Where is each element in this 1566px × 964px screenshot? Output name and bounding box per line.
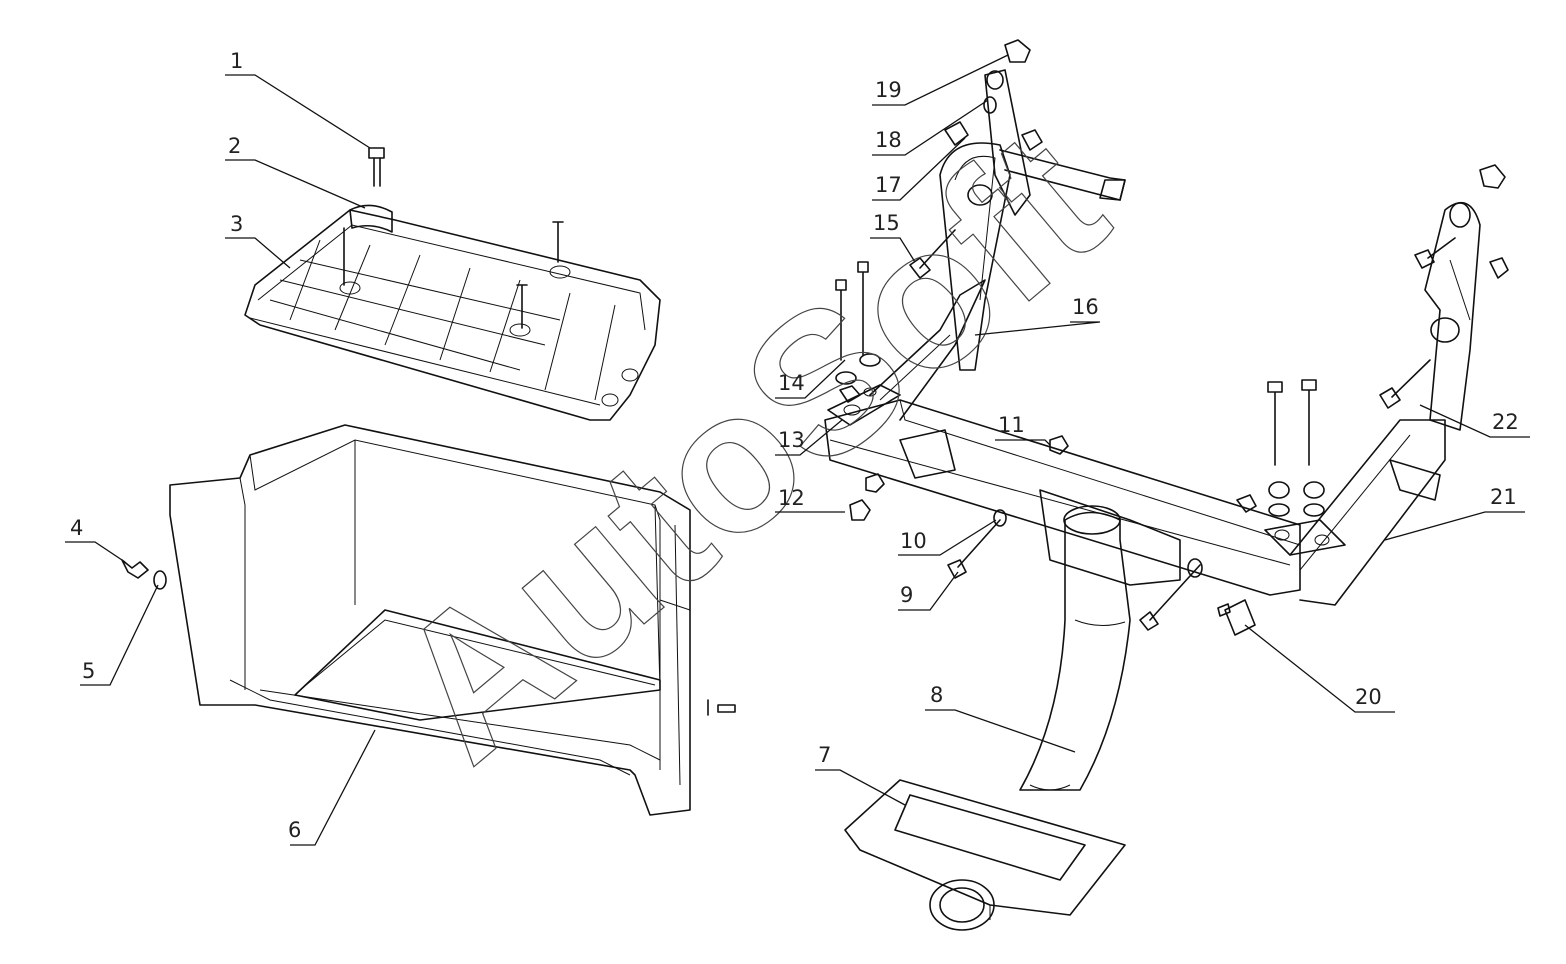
callout-label-3: 3 (230, 212, 243, 236)
callout-17: 17 (872, 137, 966, 201)
watermark-text: AutoSoft (354, 90, 1144, 803)
callout-label-18: 18 (875, 128, 902, 152)
callout-3: 3 (225, 212, 291, 269)
callout-label-22: 22 (1492, 410, 1519, 434)
part-1-bolt (368, 147, 385, 187)
callout-label-11: 11 (998, 413, 1025, 437)
callout-label-8: 8 (930, 683, 943, 707)
callout-label-10: 10 (900, 529, 927, 553)
callout-label-19: 19 (875, 78, 902, 102)
part-6-battery-cover (169, 424, 691, 816)
callout-label-6: 6 (288, 818, 301, 842)
callout-label-21: 21 (1490, 485, 1517, 509)
callout-19: 19 (872, 54, 1009, 106)
callout-label-4: 4 (70, 516, 83, 540)
callout-4: 4 (65, 516, 126, 563)
small-clip-part (707, 699, 736, 716)
callout-11: 11 (995, 413, 1051, 446)
callout-label-12: 12 (778, 486, 805, 510)
callout-2: 2 (225, 134, 366, 209)
callout-8: 8 (925, 683, 1076, 753)
callout-1: 1 (225, 49, 371, 149)
callout-14: 14 (775, 359, 846, 399)
callout-label-15: 15 (873, 211, 900, 235)
callout-7: 7 (815, 743, 906, 806)
callout-10: 10 (898, 519, 997, 556)
callout-label-16: 16 (1072, 295, 1099, 319)
part-19-nut (1004, 39, 1031, 63)
callout-label-17: 17 (875, 173, 902, 197)
callout-9: 9 (898, 571, 959, 611)
part-4-screw (121, 559, 149, 579)
callout-16: 16 (974, 295, 1101, 336)
callout-label-5: 5 (82, 659, 95, 683)
callout-12: 12 (775, 486, 845, 513)
callout-13: 13 (775, 419, 843, 456)
callout-5: 5 (80, 584, 159, 686)
callout-label-14: 14 (778, 371, 805, 395)
callout-6: 6 (288, 729, 376, 846)
callout-label-7: 7 (818, 743, 831, 767)
callout-label-1: 1 (230, 49, 243, 73)
callout-20: 20 (1244, 624, 1395, 713)
callout-22: 22 (1419, 404, 1530, 438)
callout-18: 18 (872, 99, 989, 156)
callout-label-13: 13 (778, 428, 805, 452)
callout-label-2: 2 (228, 134, 241, 158)
tow-hitch-assembly (824, 39, 1509, 931)
part-3-tray-plate (244, 204, 661, 421)
callout-label-9: 9 (900, 583, 913, 607)
callout-15: 15 (870, 211, 916, 263)
callout-label-20: 20 (1355, 685, 1382, 709)
part-5-washer (153, 570, 167, 590)
callout-21: 21 (1384, 485, 1525, 541)
